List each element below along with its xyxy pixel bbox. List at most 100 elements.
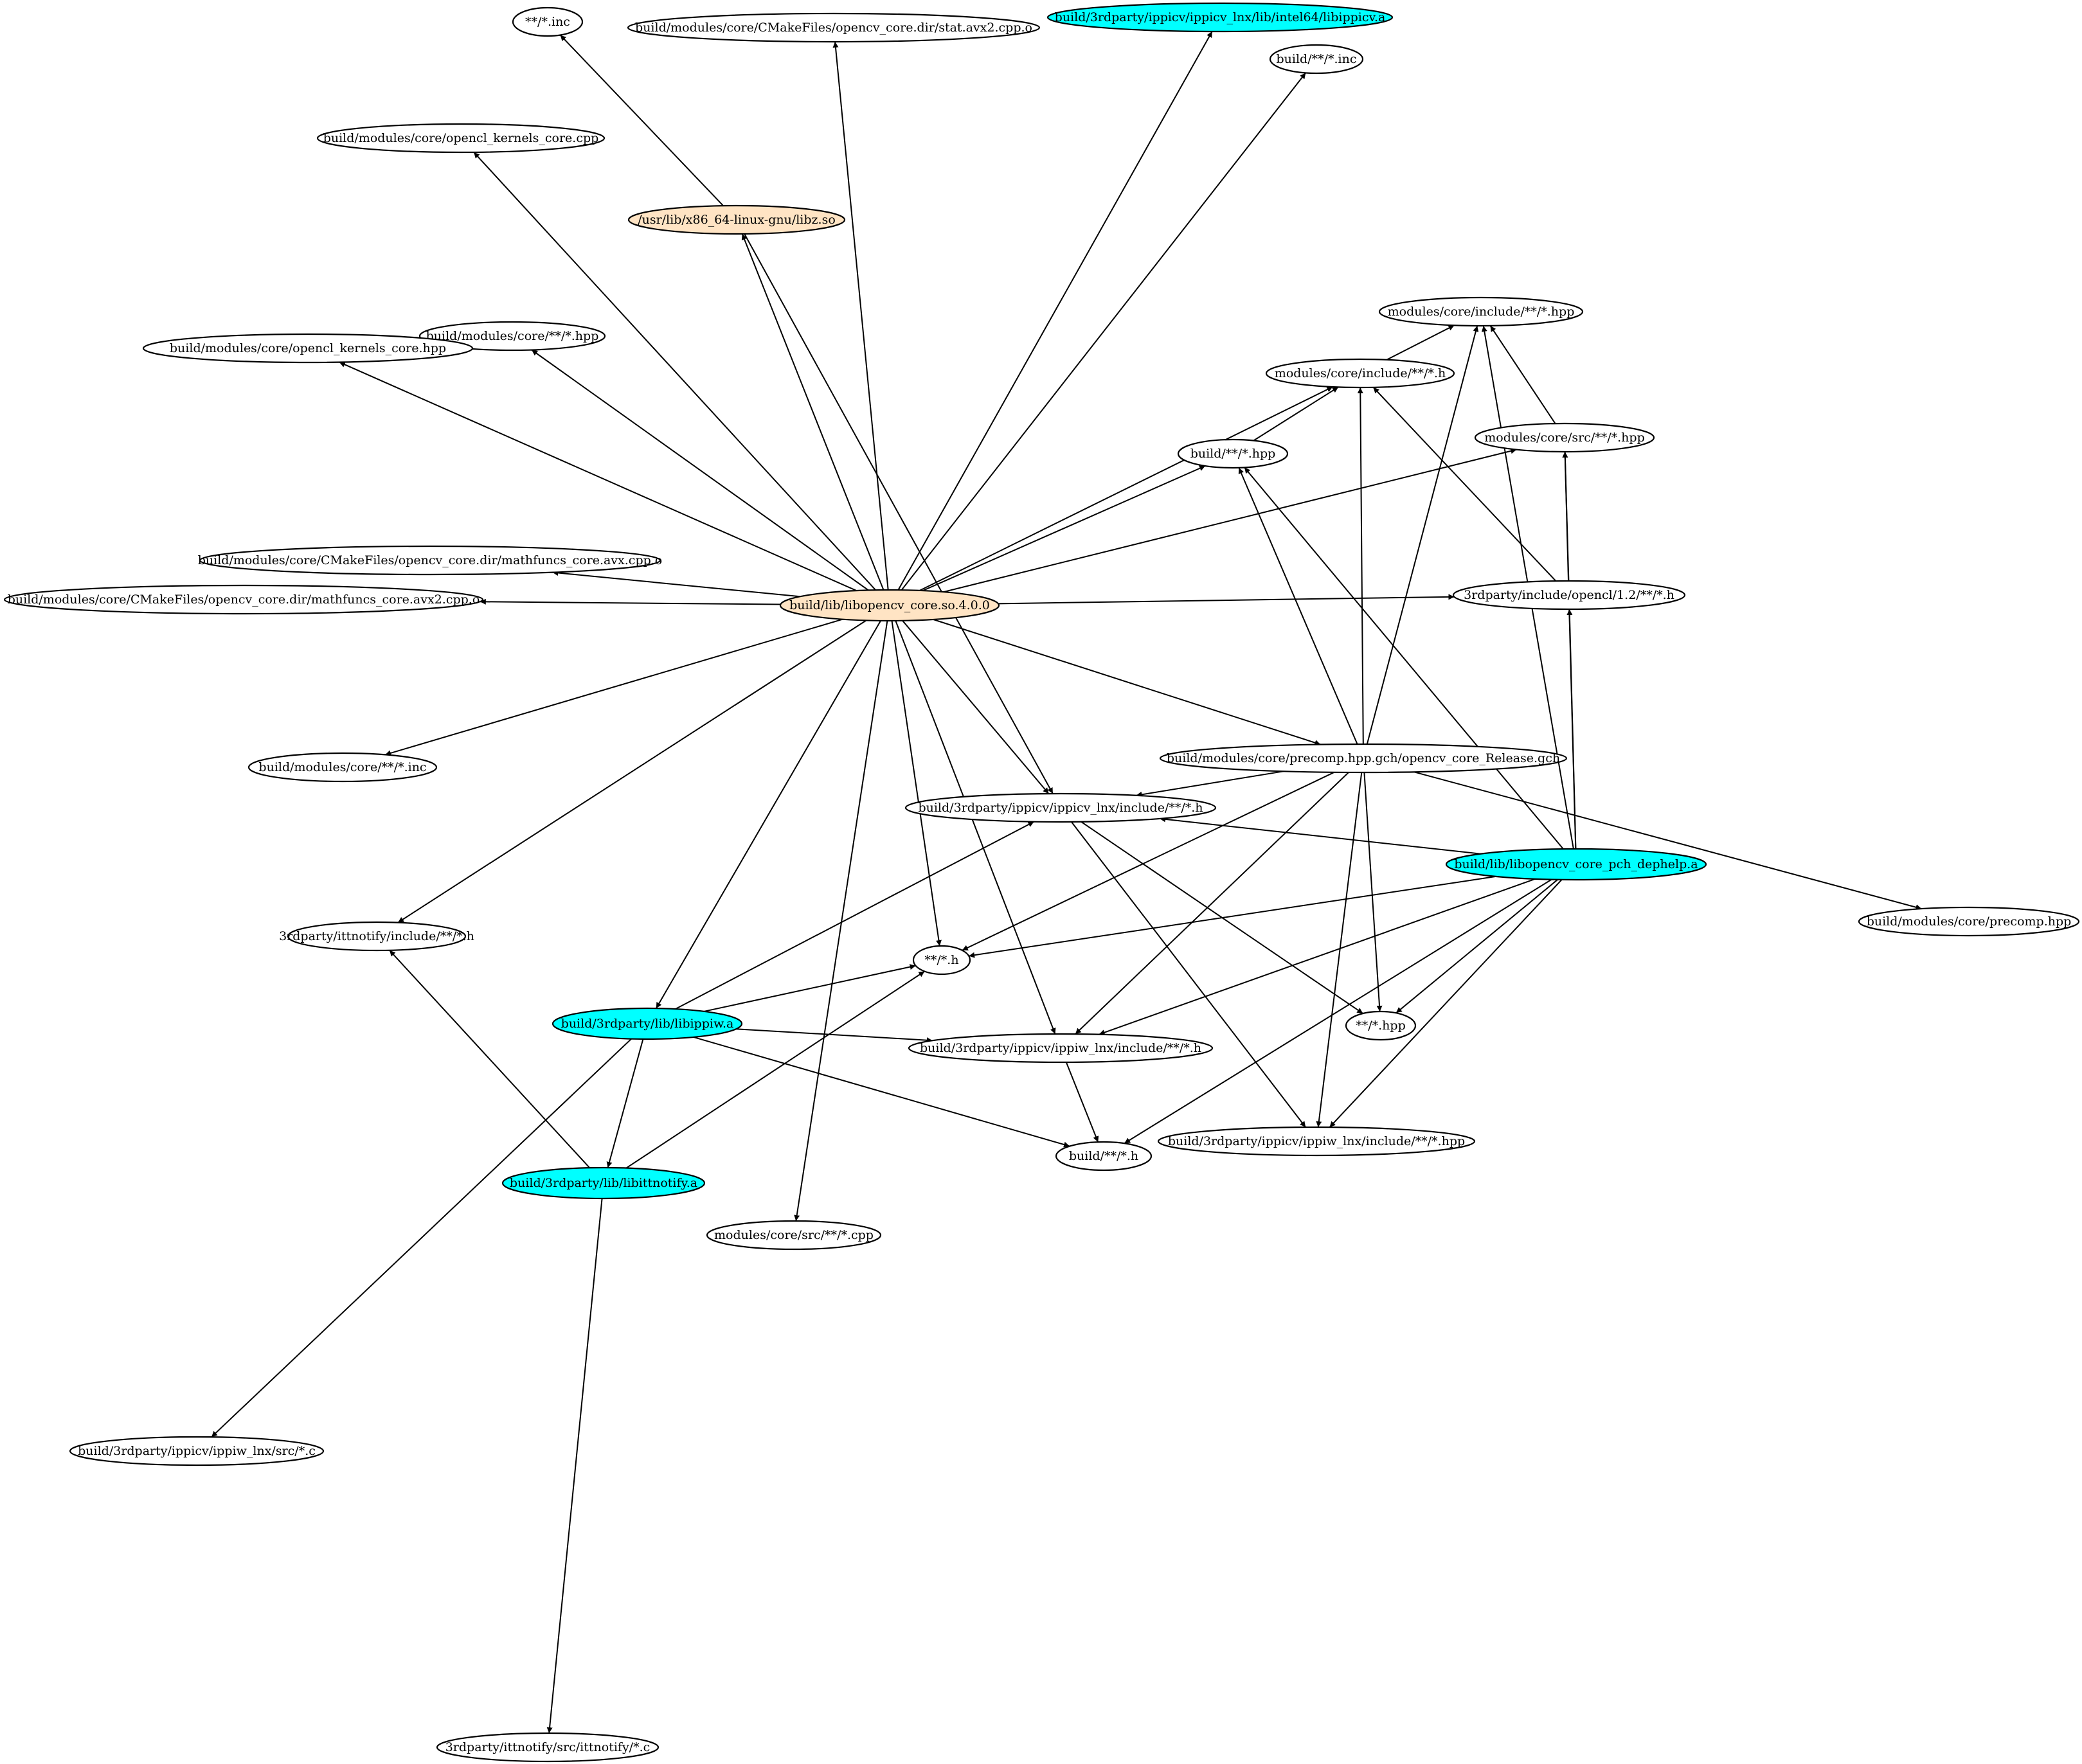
- node-buildmodhpp: build/modules/core/**/*.hpp: [418, 321, 606, 352]
- edge-libcore-to-modincl_h: [919, 386, 1333, 591]
- edge-dephelp-to-buildhpp: [1244, 467, 1564, 850]
- node-label: build/3rdparty/ippicv/ippicv_lnx/lib/int…: [1055, 10, 1386, 24]
- edge-libcore-to-buildmodinc: [384, 618, 843, 756]
- node-ellipse: [1177, 438, 1289, 469]
- edge-libz-to-ippicvincl: [744, 233, 1054, 794]
- edge-pch-to-modincl_h: [1357, 387, 1364, 745]
- edge-libcore-to-anyh: [891, 620, 942, 947]
- node-label: modules/core/include/**/*.hpp: [1388, 305, 1575, 319]
- node-modincl_h: modules/core/include/**/*.h: [1265, 358, 1455, 389]
- edge-libcore-to-buildinc: [901, 72, 1307, 591]
- edge-pch-to-precomphpp: [1413, 771, 1922, 911]
- edge-pch-to-ippiwinclhpp: [1316, 772, 1363, 1128]
- node-label: build/3rdparty/lib/libittnotify.a: [510, 1176, 697, 1190]
- node-oclhpp: build/modules/core/opencl_kernels_core.h…: [142, 333, 474, 364]
- edge-libcore-to-pch: [933, 619, 1321, 746]
- node-ellipse: [627, 12, 1041, 43]
- node-ellipse: [1055, 1141, 1153, 1172]
- edge-buildhpp-to-modincl_h: [1253, 386, 1339, 441]
- node-ippicvincl: build/3rdparty/ippicv/ippicv_lnx/include…: [904, 792, 1217, 823]
- node-mathavx2: build/modules/core/CMakeFiles/opencv_cor…: [3, 584, 484, 615]
- node-ellipse: [1378, 296, 1584, 327]
- edge-libcore-to-statavx2: [832, 41, 889, 591]
- node-mathavx: build/modules/core/CMakeFiles/opencv_cor…: [198, 545, 662, 576]
- node-label: build/modules/core/opencl_kernels_core.h…: [170, 341, 446, 355]
- node-ellipse: [316, 123, 606, 154]
- edge-modincl_h-to-modincl_hpp: [1386, 325, 1455, 361]
- nodes-layer: **/*.inc build/modules/core/CMakeFiles/op…: [3, 2, 2080, 1763]
- node-label: build/modules/core/**/*.inc: [258, 760, 426, 774]
- edge-pch-to-modincl_hpp: [1366, 325, 1479, 745]
- edge-libippiw-to-ippiwsrc: [211, 1038, 632, 1438]
- edge-libcore-to-libippicv: [897, 31, 1213, 591]
- edge-pch-to-ippiwincl: [1075, 772, 1349, 1035]
- node-inc: **/*.inc: [512, 6, 584, 37]
- node-ellipse: [501, 1166, 706, 1200]
- edge-pch-to-anyhpp: [1363, 772, 1383, 1012]
- edge-dephelp-to-ippiwinclhpp: [1329, 879, 1563, 1128]
- node-label: /usr/lib/x86_64-linux-gnu/libz.so: [638, 213, 836, 227]
- edge-dephelp-to-buildh: [1124, 878, 1552, 1145]
- node-ellipse: [418, 321, 606, 352]
- node-label: **/*.inc: [525, 15, 570, 29]
- edge-libippiw-to-buildh: [693, 1036, 1070, 1148]
- edge-opencl12-to-modincl_h: [1372, 387, 1557, 582]
- node-modsrccpp: modules/core/src/**/*.cpp: [706, 1220, 882, 1251]
- edge-libcore-to-buildhpp: [922, 465, 1206, 592]
- edge-dephelp-to-anyhpp: [1395, 879, 1558, 1014]
- edge-libcore-to-libz: [741, 233, 884, 591]
- edge-libitt-to-anyh: [625, 970, 925, 1169]
- node-ellipse: [287, 921, 467, 952]
- edge-libcore-to-modsrchpp: [943, 448, 1517, 593]
- edges-layer: [211, 31, 1922, 1734]
- node-pch: build/modules/core/precomp.hpp.gch/openc…: [1159, 743, 1568, 774]
- edge-dephelp-to-anyh: [968, 875, 1496, 958]
- edge-pch-to-buildhpp: [1238, 467, 1358, 745]
- node-ippiwinclhpp: build/3rdparty/ippicv/ippiw_lnx/include/…: [1157, 1126, 1476, 1157]
- node-ellipse: [1269, 44, 1364, 75]
- node-label: build/3rdparty/ippicv/ippiw_lnx/src/*.c: [78, 1444, 316, 1458]
- node-libippicv: build/3rdparty/ippicv/ippicv_lnx/lib/int…: [1046, 2, 1394, 33]
- node-anyh: **/*.h: [912, 945, 971, 976]
- node-ellipse: [512, 6, 584, 37]
- node-label: build/lib/libopencv_core_pch_dephelp.a: [1454, 857, 1698, 871]
- edge-libcore-to-buildmodhpp: [531, 349, 869, 591]
- node-label: **/*.hpp: [1356, 1019, 1406, 1033]
- node-opencl12: 3rdparty/include/opencl/1.2/**/*.h: [1452, 580, 1686, 610]
- node-ellipse: [1265, 358, 1455, 389]
- node-label: build/modules/core/CMakeFiles/opencv_cor…: [635, 21, 1032, 35]
- edge-libcore-to-ippicvincl: [902, 620, 1050, 794]
- node-buildmodinc: build/modules/core/**/*.inc: [247, 752, 438, 783]
- node-ellipse: [627, 204, 846, 235]
- node-buildinc: build/**/*.inc: [1269, 44, 1364, 75]
- edge-modsrchpp-to-modincl_hpp: [1489, 325, 1556, 424]
- node-ellipse: [706, 1220, 882, 1251]
- node-ittsrc: 3rdparty/ittnotify/src/ittnotify/*.c: [436, 1732, 660, 1763]
- edge-libippiw-to-ippiwincl: [736, 1028, 933, 1044]
- edge-libippiw-to-anyh: [704, 964, 916, 1012]
- edge-libcore-to-libippiw: [655, 620, 881, 1009]
- node-precomphpp: build/modules/core/precomp.hpp: [1858, 906, 2080, 937]
- node-ellipse: [908, 1033, 1214, 1064]
- node-label: 3rdparty/ittnotify/src/ittnotify/*.c: [445, 1740, 651, 1754]
- node-ellipse: [69, 1436, 325, 1466]
- node-label: 3rdparty/include/opencl/1.2/**/*.h: [1464, 588, 1674, 602]
- node-label: build/3rdparty/ippicv/ippiw_lnx/include/…: [920, 1041, 1201, 1055]
- node-label: modules/core/src/**/*.hpp: [1484, 431, 1645, 445]
- node-oclcpp: build/modules/core/opencl_kernels_core.c…: [316, 123, 606, 154]
- node-label: build/**/*.inc: [1276, 52, 1356, 66]
- node-label: build/3rdparty/ippicv/ippicv_lnx/include…: [918, 801, 1203, 815]
- edge-dephelp-to-opencl12: [1566, 609, 1577, 850]
- node-buildh: build/**/*.h: [1055, 1141, 1153, 1172]
- edge-libcore-to-oclhpp: [339, 361, 857, 592]
- node-label: build/modules/core/CMakeFiles/opencv_cor…: [8, 592, 480, 607]
- edge-libitt-to-ittincl: [389, 950, 590, 1168]
- node-libippiw: build/3rdparty/lib/libippiw.a: [552, 1007, 743, 1040]
- node-libitt: build/3rdparty/lib/libittnotify.a: [501, 1166, 706, 1200]
- node-label: **/*.h: [924, 953, 958, 967]
- node-libcore: build/lib/libopencv_core.so.4.0.0: [779, 589, 1000, 622]
- node-ellipse: [1452, 580, 1686, 610]
- node-label: build/modules/core/**/*.hpp: [426, 329, 599, 343]
- node-label: modules/core/src/**/*.cpp: [714, 1228, 874, 1242]
